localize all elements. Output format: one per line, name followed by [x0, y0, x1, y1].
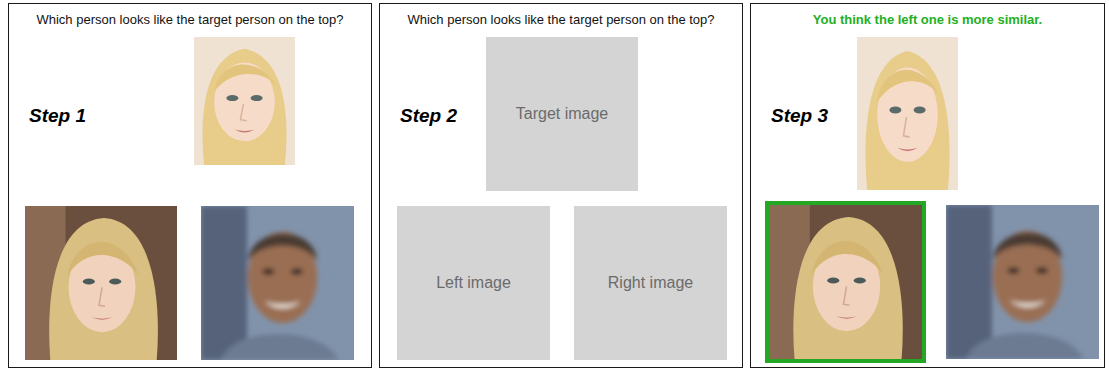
step-panel: Which person looks like the target perso…	[8, 3, 372, 368]
step-label: Step 2	[400, 105, 457, 127]
question-text: Which person looks like the target perso…	[9, 12, 371, 27]
image-placeholder: Right image	[574, 206, 727, 360]
step-label: Step 1	[29, 105, 86, 127]
placeholder-label: Right image	[608, 274, 693, 292]
step-label: Step 3	[771, 105, 828, 127]
step-panel: Which person looks like the target perso…	[379, 3, 743, 368]
step-panel: You think the left one is more similar. S…	[750, 3, 1105, 368]
feedback-text: You think the left one is more similar.	[751, 12, 1104, 27]
placeholder-label: Target image	[516, 105, 609, 123]
question-text: Which person looks like the target perso…	[380, 12, 742, 27]
placeholder-label: Left image	[436, 274, 511, 292]
image-placeholder: Target image	[486, 37, 638, 191]
image-placeholder: Left image	[397, 206, 550, 360]
